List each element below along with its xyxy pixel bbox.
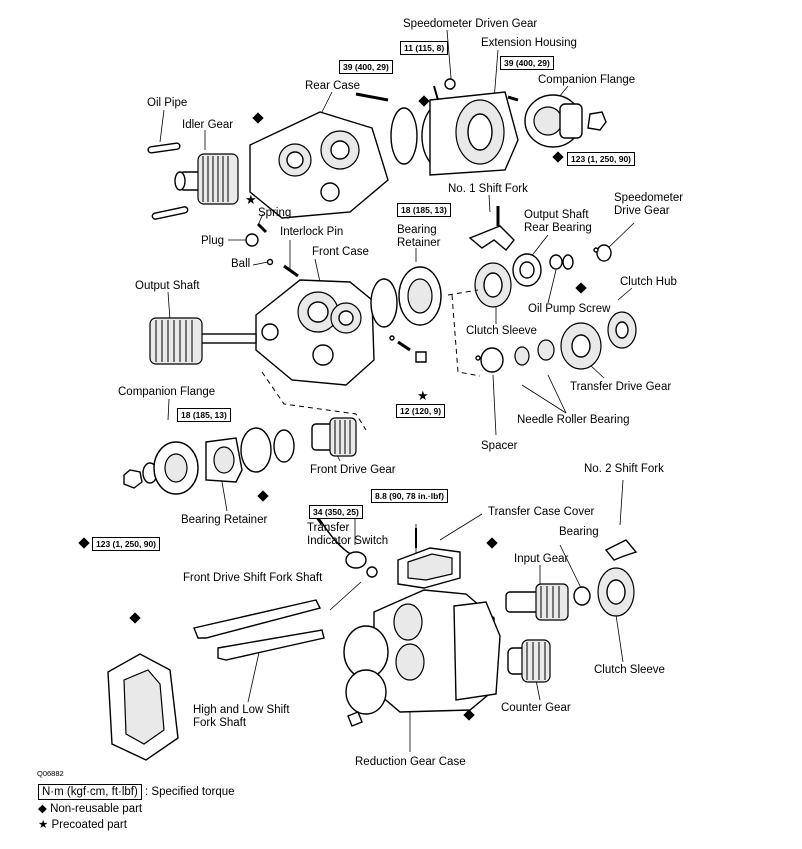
counter-gear-shape (507, 639, 551, 683)
precoated-star-icon: ★ (417, 388, 429, 403)
legend-nonreusable: ◆ Non-reusable part (38, 802, 142, 816)
label-speedometer-driven-gear: Speedometer Driven Gear (403, 18, 538, 30)
legend-diamond-icon: ◆ (38, 803, 47, 815)
label-no2-shift-fork: No. 2 Shift Fork (584, 463, 664, 475)
torque-box-8-8: 8.8 (90, 78 in.·lbf) (371, 489, 448, 503)
legend-star-icon: ★ (38, 819, 49, 831)
torque-box-34: 34 (350, 25) (309, 505, 363, 519)
extension-housing-shape (390, 78, 519, 176)
label-transfer-case-cover: Transfer Case Cover (488, 506, 595, 518)
companion-flange-mid-shape (123, 441, 199, 495)
label-input-gear: Input Gear (514, 553, 569, 565)
precoated-star-icon: ★ (245, 192, 257, 207)
legend-torque: N·m (kgf·cm, ft·lbf) : Specified torque (38, 784, 235, 800)
label-no1-shift-fork: No. 1 Shift Fork (448, 183, 528, 195)
torque-box-18-mid: 18 (185, 13) (177, 408, 231, 422)
legend-nonreusable-text: Non-reusable part (50, 803, 143, 815)
label-clutch-hub: Clutch Hub (620, 276, 677, 288)
label-clutch-sleeve-bottom: Clutch Sleeve (594, 664, 665, 676)
label-plug: Plug (201, 235, 225, 247)
label-front-drive-shift-fork-shaft: Front Drive Shift Fork Shaft (183, 572, 323, 584)
label-front-case: Front Case (312, 246, 369, 258)
torque-box-39-right: 39 (400, 29) (500, 56, 554, 70)
legend-torque-desc: : Specified torque (145, 786, 235, 798)
rear-case-shape (249, 92, 389, 219)
plug-spring-ball (245, 222, 299, 278)
label-high-low-shift-fork-shaft: High and Low Shift Fork Shaft (193, 704, 290, 729)
companion-flange-top-shape (524, 94, 607, 148)
bearing-retainer-mid-shape (205, 427, 295, 483)
reduction-gear-case-shape (343, 589, 501, 727)
label-spacer: Spacer (481, 440, 518, 452)
label-companion-flange-top: Companion Flange (538, 74, 636, 86)
input-gear-group (505, 539, 638, 621)
transfer-case-cover-shape (397, 528, 461, 589)
gasket-plate-shape (107, 653, 179, 761)
idler-gear (174, 153, 239, 205)
oil-pipe (147, 142, 189, 220)
label-oil-pipe: Oil Pipe (147, 97, 188, 109)
label-reduction-gear-case: Reduction Gear Case (355, 756, 466, 768)
label-bearing-retainer-mid: Bearing Retainer (181, 514, 268, 526)
figure-code: Q06882 (37, 769, 64, 778)
label-bearing: Bearing (559, 526, 599, 538)
label-counter-gear: Counter Gear (501, 702, 571, 714)
legend-torque-unit: N·m (kgf·cm, ft·lbf) (38, 784, 142, 800)
torque-box-39-left: 39 (400, 29) (339, 60, 393, 74)
legend-precoated-text: Precoated part (51, 819, 127, 831)
front-drive-gear-shape (311, 417, 357, 457)
label-companion-flange-mid: Companion Flange (118, 386, 216, 398)
output-shaft-shape (149, 317, 257, 365)
label-spring: Spring (258, 207, 292, 219)
label-transfer-drive-gear: Transfer Drive Gear (570, 381, 672, 393)
label-bearing-retainer-top: Bearing Retainer (397, 224, 441, 249)
label-output-shaft-rear-bearing: Output Shaft Rear Bearing (524, 209, 592, 234)
shift-fork-shafts-shape (193, 599, 325, 661)
label-clutch-sleeve-top: Clutch Sleeve (466, 325, 537, 337)
torque-box-11: 11 (115, 8) (400, 41, 449, 55)
label-transfer-indicator-switch: Transfer Indicator Switch (307, 522, 389, 547)
torque-box-12: 12 (120, 9) (396, 404, 446, 418)
front-case-shape (255, 279, 375, 386)
bearing-retainer-top-shape (370, 266, 442, 328)
label-needle-roller-bearing: Needle Roller Bearing (517, 414, 630, 426)
label-rear-case: Rear Case (305, 80, 360, 92)
front-case-fasteners (389, 335, 427, 363)
dashed-guides (261, 289, 481, 431)
label-interlock-pin: Interlock Pin (280, 226, 344, 238)
label-oil-pump-screw: Oil Pump Screw (528, 303, 611, 315)
torque-box-123-top: 123 (1, 250, 90) (567, 152, 636, 166)
label-idler-gear: Idler Gear (182, 119, 234, 131)
torque-box-18-top: 18 (185, 13) (397, 203, 451, 217)
label-ball: Ball (231, 258, 251, 270)
no1-shift-fork-shape (468, 206, 515, 251)
label-speedometer-drive-gear: Speedometer Drive Gear (614, 192, 684, 217)
label-extension-housing: Extension Housing (481, 37, 577, 49)
label-output-shaft: Output Shaft (135, 280, 200, 292)
torque-box-123-mid: 123 (1, 250, 90) (92, 537, 161, 551)
label-front-drive-gear: Front Drive Gear (310, 464, 396, 476)
legend-precoated: ★ Precoated part (38, 818, 127, 832)
transfer-gear-group (474, 244, 637, 373)
